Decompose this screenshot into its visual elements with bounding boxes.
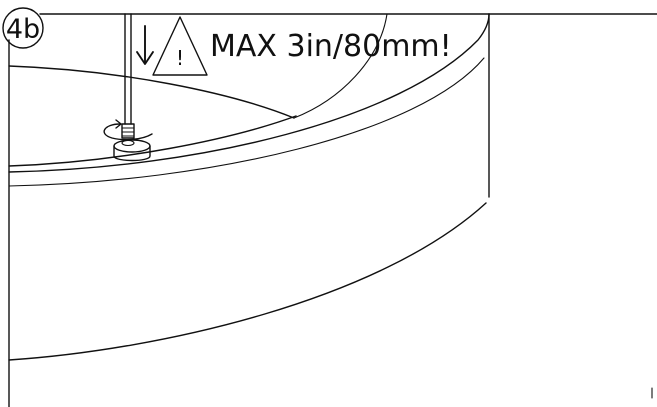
recess-arc-inner <box>293 13 388 119</box>
rotate-arrow-icon <box>103 119 153 141</box>
down-arrow-icon <box>136 25 154 65</box>
canopy-bottom-curve <box>8 202 487 361</box>
warning-label: MAX 3in/80mm! <box>210 29 452 64</box>
recess-arc-front <box>8 115 297 167</box>
canopy-top-rim-inner <box>8 57 485 187</box>
recess-arc-outer <box>8 65 295 119</box>
step-badge: 4b <box>2 7 44 49</box>
warning-exclamation: ! <box>176 46 184 70</box>
warning-triangle-icon: ! <box>152 16 208 76</box>
canopy-top-rim <box>8 13 490 173</box>
step-number: 4b <box>6 14 40 45</box>
